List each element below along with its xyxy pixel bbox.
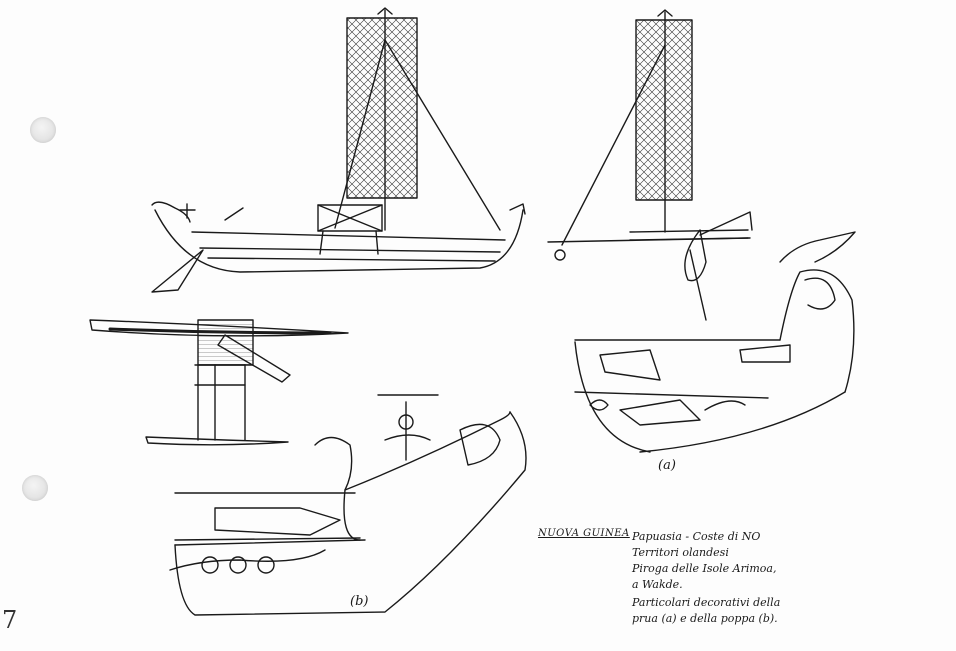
caption-title: NUOVA GUINEA <box>538 528 630 539</box>
canoe-side-view <box>151 7 526 293</box>
caption-line-1: Papuasia - Coste di NO <box>632 530 761 543</box>
handwritten-caption: NUOVA GUINEA Papuasia - Coste di NO Terr… <box>538 528 868 628</box>
caption-line-3: Piroga delle Isole Arimoa, <box>632 562 777 575</box>
prow-detail-a <box>574 231 856 453</box>
canoe-plan-view <box>89 319 349 446</box>
caption-line-5: Particolari decorativi della <box>632 596 781 609</box>
stern-detail-b <box>169 394 527 616</box>
binder-hole-bottom <box>22 475 48 501</box>
figure-label-b: (b) <box>350 594 369 609</box>
figure-label-a: (a) <box>658 458 676 473</box>
caption-line-4: a Wakde. <box>632 578 683 591</box>
canoe-front-view <box>547 9 753 321</box>
caption-line-6: prua (a) e della poppa (b). <box>632 612 778 625</box>
binder-hole-top <box>30 117 56 143</box>
caption-line-2: Territori olandesi <box>632 546 729 559</box>
corner-page-mark: 7 <box>2 606 18 634</box>
